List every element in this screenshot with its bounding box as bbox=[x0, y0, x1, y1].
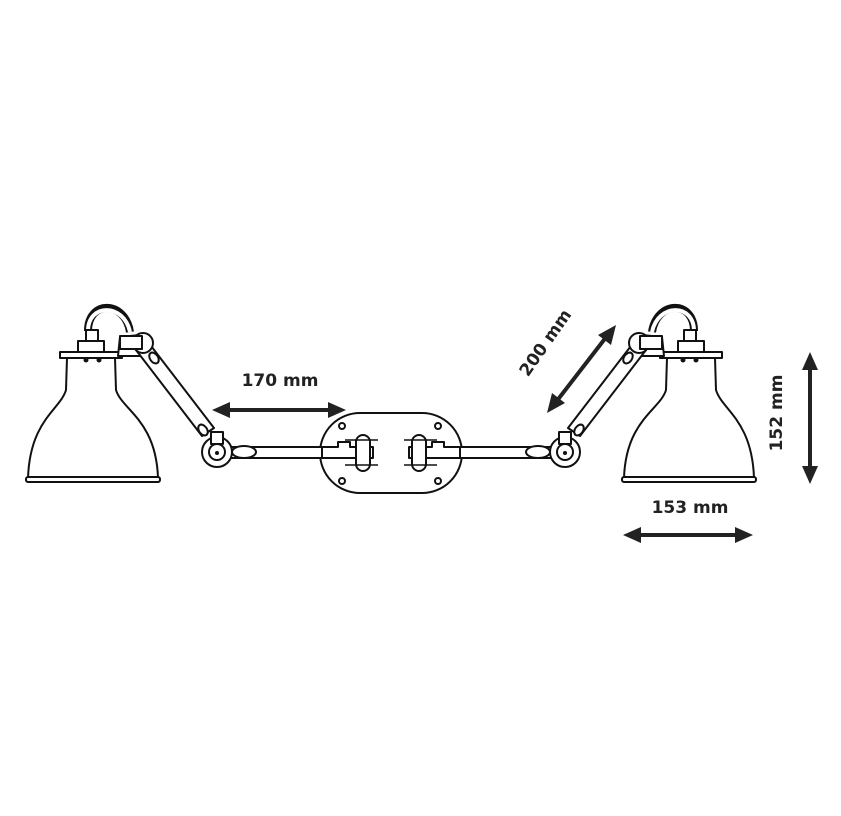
arrow-152mm bbox=[802, 352, 818, 484]
wall-plate bbox=[319, 412, 463, 494]
label-153mm: 153 mm bbox=[652, 498, 729, 518]
arrow-153mm bbox=[623, 527, 753, 543]
label-200mm: 200 mm bbox=[516, 306, 576, 380]
arrow-200mm bbox=[547, 325, 616, 413]
label-152mm: 152 mm bbox=[767, 375, 787, 452]
left-lamp bbox=[26, 308, 322, 482]
arrow-170mm bbox=[212, 402, 346, 418]
label-170mm: 170 mm bbox=[242, 371, 319, 391]
